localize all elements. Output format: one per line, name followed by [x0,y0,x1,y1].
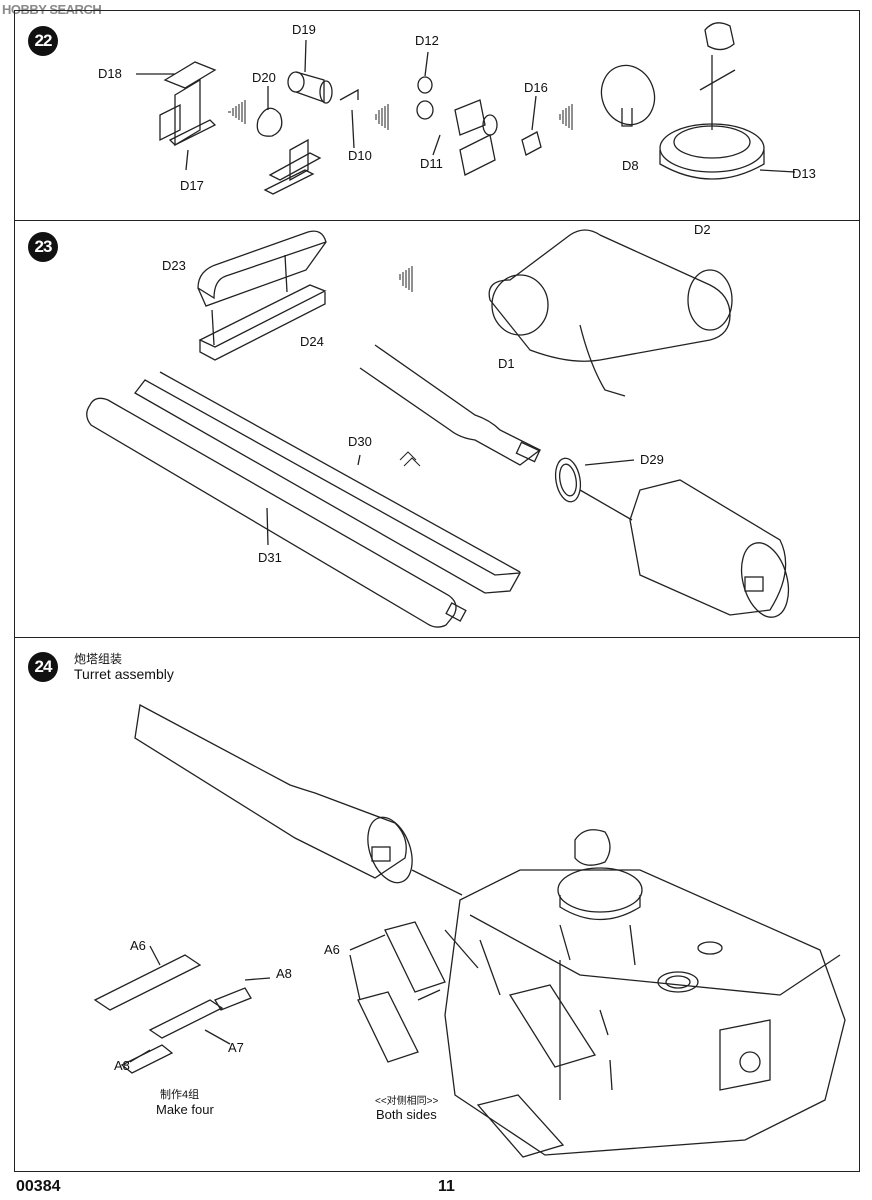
part-label-d23: D23 [162,258,186,273]
note-make-four-en: Make four [156,1102,214,1117]
part-label-d8: D8 [622,158,639,173]
part-label-d24: D24 [300,334,324,349]
step-title-cn: 炮塔组装 [74,652,123,666]
instruction-frame [14,10,860,1172]
part-label-d30: D30 [348,434,372,449]
step22-parts [136,22,796,195]
note-both-sides-en: Both sides [376,1107,437,1122]
step-number: 23 [34,237,53,256]
page-number: 11 [438,1178,455,1195]
product-code: 00384 [16,1178,61,1195]
part-label-d11: D11 [420,156,443,171]
section-divider [14,637,860,638]
note-make-four-cn: 制作4组 [160,1089,200,1101]
step24-parts [93,703,846,1158]
part-label-d29: D29 [640,452,664,467]
part-label-d10: D10 [348,148,372,163]
part-label-d2: D2 [694,222,711,237]
part-label-d20: D20 [252,70,276,85]
watermark: HOBBY SEARCH [2,2,102,17]
step23-parts [86,229,790,628]
part-label-a8: A8 [114,1058,130,1073]
part-label-d16: D16 [524,80,548,95]
step-number: 24 [34,657,53,676]
step-number: 22 [34,31,53,50]
part-label-a6: A6 [130,938,146,953]
watermark-text: HOBBY SEARCH [2,2,102,17]
part-label-a8: A8 [276,966,292,981]
step-title-en: Turret assembly [74,666,174,682]
part-label-d18: D18 [98,66,122,81]
part-label-d17: D17 [180,178,204,193]
part-label-a6: A6 [324,942,340,957]
part-label-d19: D19 [292,22,316,37]
part-label-d31: D31 [258,550,282,565]
step-24-badge: 24 [28,652,58,682]
section-divider [14,220,860,221]
part-label-d1: D1 [498,356,515,371]
part-label-a7: A7 [228,1040,244,1055]
step-22-badge: 22 [28,26,58,56]
step-23-badge: 23 [28,232,58,262]
part-label-d13: D13 [792,166,816,181]
note-both-sides-cn: <<对侧相同>> [375,1096,439,1107]
part-label-d12: D12 [415,33,439,48]
